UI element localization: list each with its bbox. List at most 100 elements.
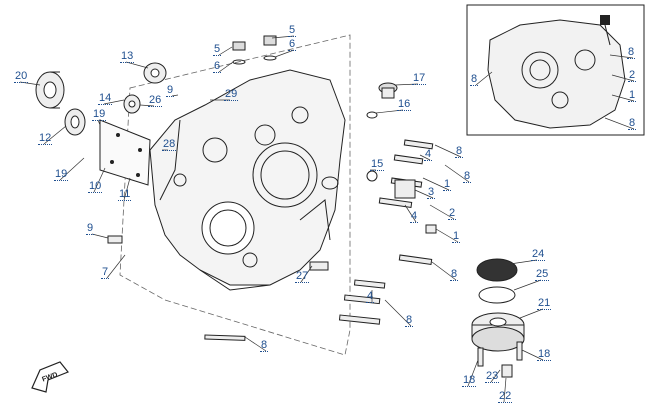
inset-engine	[487, 19, 626, 129]
callout-8a[interactable]: 8	[455, 145, 464, 158]
callout-5b[interactable]: 5	[288, 24, 297, 37]
bearing-13	[143, 62, 167, 84]
leader-i2	[611, 74, 635, 82]
callout-8d[interactable]: 8	[405, 314, 414, 327]
leader-12	[43, 125, 67, 145]
callout-4c[interactable]: 4	[366, 290, 375, 303]
leader-5a	[218, 46, 233, 56]
callout-2[interactable]: 2	[448, 207, 457, 220]
leader-i8a	[475, 71, 493, 86]
callout-9b[interactable]: 9	[86, 222, 95, 235]
callout-8c[interactable]: 8	[450, 268, 459, 281]
callout-24[interactable]: 24	[531, 248, 546, 261]
leader-19b	[59, 157, 85, 181]
leader-23	[490, 369, 501, 383]
leader-i8b	[609, 54, 634, 59]
leader-6a	[218, 61, 234, 73]
callout-22[interactable]: 22	[498, 390, 513, 403]
callout-19a[interactable]: 19	[92, 108, 107, 121]
leader-21	[519, 308, 544, 319]
callout-1b[interactable]: 1	[452, 230, 461, 243]
leader-1b	[435, 228, 459, 243]
leader-11	[123, 177, 131, 201]
callout-10[interactable]: 10	[88, 180, 103, 193]
callout-4b[interactable]: 4	[410, 210, 419, 223]
leader-13	[125, 61, 149, 69]
leader-6b	[274, 49, 295, 58]
callout-21[interactable]: 21	[537, 297, 552, 310]
strainer-screen-24	[476, 258, 518, 282]
callout-14[interactable]: 14	[98, 92, 113, 105]
leader-4b	[404, 204, 417, 223]
cover-plate	[99, 119, 151, 186]
leader-9b	[91, 233, 109, 239]
leader-22	[503, 377, 507, 403]
callout-17[interactable]: 17	[412, 72, 427, 85]
leader-9a	[171, 94, 179, 97]
callout-29[interactable]: 29	[224, 88, 239, 101]
leader-3	[414, 189, 434, 199]
leader-4a	[419, 154, 431, 161]
callout-6b[interactable]: 6	[288, 38, 297, 51]
plug-5b	[263, 35, 277, 61]
callout-4a[interactable]: 4	[424, 148, 433, 161]
leader-8a	[434, 144, 462, 158]
bearing-14	[123, 94, 141, 114]
callout-26[interactable]: 26	[148, 94, 163, 107]
callout-11[interactable]: 11	[118, 188, 132, 201]
leader-8b	[444, 164, 470, 183]
leader-27	[300, 265, 313, 283]
callout-3[interactable]: 3	[427, 186, 436, 199]
leader-18a	[521, 349, 544, 361]
leader-14	[103, 99, 125, 105]
oring-25	[478, 286, 516, 304]
callout-7[interactable]: 7	[101, 266, 110, 279]
plug-5a	[232, 41, 246, 65]
callout-23[interactable]: 23	[485, 370, 500, 383]
leader-25	[513, 279, 542, 291]
callout-16[interactable]: 16	[397, 98, 412, 111]
callout-i1[interactable]: 1	[628, 89, 637, 102]
callout-18b[interactable]: 18	[462, 374, 477, 387]
callout-28[interactable]: 28	[162, 138, 177, 151]
leader-i8c	[604, 117, 635, 130]
callout-15[interactable]: 15	[370, 158, 385, 171]
callout-i2[interactable]: 2	[628, 69, 637, 82]
callout-9a[interactable]: 9	[166, 84, 175, 97]
crankcase-half	[149, 69, 346, 286]
leader-8e	[244, 336, 267, 352]
leader-26	[139, 104, 155, 107]
tensioner-3	[394, 179, 416, 199]
leader-8d	[384, 299, 412, 327]
callout-18a[interactable]: 18	[537, 348, 552, 361]
leader-7	[106, 254, 126, 279]
callout-13[interactable]: 13	[120, 50, 135, 63]
leader-2	[429, 204, 455, 220]
callout-20[interactable]: 20	[14, 70, 29, 83]
callout-6a[interactable]: 6	[213, 60, 222, 73]
callout-12[interactable]: 12	[38, 132, 53, 145]
callout-8e[interactable]: 8	[260, 339, 269, 352]
fwd-arrow	[31, 361, 69, 393]
washer-15	[366, 170, 378, 182]
callout-25[interactable]: 25	[535, 268, 550, 281]
filter-cover-21	[471, 312, 525, 352]
leader-i1	[611, 94, 635, 102]
callout-i8c[interactable]: 8	[628, 117, 637, 130]
callout-19b[interactable]: 19	[54, 168, 69, 181]
leader-10	[93, 167, 106, 193]
cylinder-bore	[252, 142, 318, 208]
leader-18b	[467, 359, 479, 387]
callout-8b[interactable]: 8	[463, 170, 472, 183]
leader-8c	[431, 261, 457, 281]
oring-16	[366, 111, 378, 119]
callout-1a[interactable]: 1	[443, 178, 452, 191]
callout-i8b[interactable]: 8	[627, 46, 636, 59]
callout-i8a[interactable]: 8	[470, 73, 479, 86]
callout-27[interactable]: 27	[295, 270, 310, 283]
assembly-outline	[119, 34, 351, 356]
callout-5a[interactable]: 5	[213, 43, 222, 56]
bearing-12	[64, 108, 86, 136]
